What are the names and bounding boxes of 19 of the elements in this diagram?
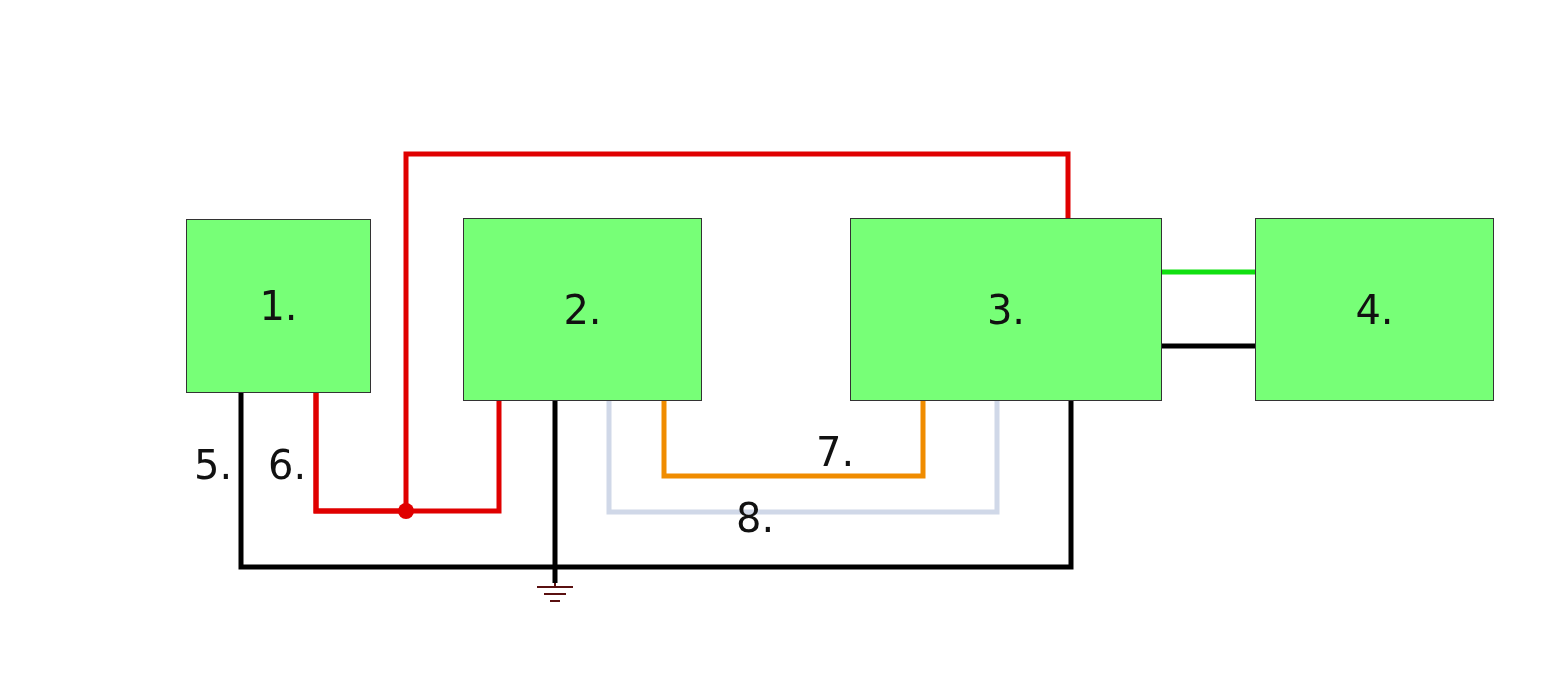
component-box [850,218,1162,401]
box-number: 3. [986,286,1026,333]
wire [552,401,558,583]
callout-number: 8. [736,498,775,538]
wire [313,151,1071,514]
box-number: 2. [563,286,602,333]
component-box [186,219,371,393]
wire [238,393,1074,570]
wire [1162,269,1255,275]
callout-number: 5. [194,445,233,485]
component-box [1255,218,1494,401]
callout-number: 7. [816,432,855,472]
box-number: 1. [259,283,298,329]
wire [1162,343,1255,349]
wire [606,401,1000,515]
box-number: 4. [1355,286,1394,333]
callout-number: 6. [268,445,307,485]
component-box [463,218,702,401]
wire [661,401,926,479]
